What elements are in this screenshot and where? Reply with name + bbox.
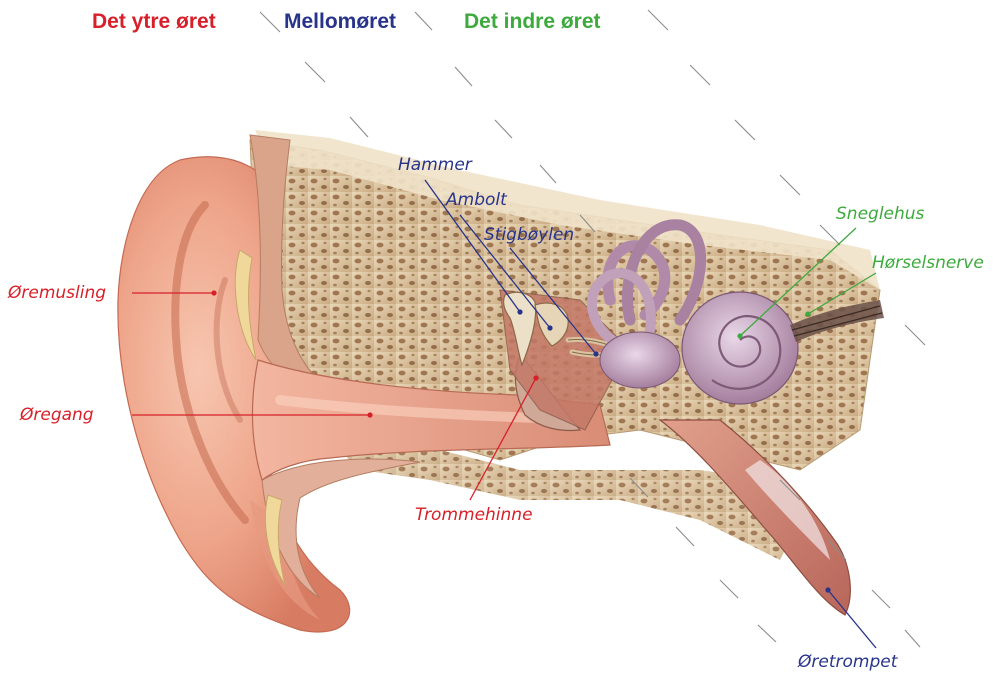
heading-inner-ear: Det indre øret xyxy=(464,10,601,34)
label-oregang: Øregang xyxy=(20,405,94,425)
vestibule xyxy=(600,332,680,388)
label-sneglehus: Sneglehus xyxy=(836,204,924,224)
heading-middle-ear: Mellomøret xyxy=(284,10,396,34)
label-oremusling: Øremusling xyxy=(8,283,106,303)
label-horselsnerve: Hørselsnerve xyxy=(872,253,984,273)
label-hammer: Hammer xyxy=(398,155,472,175)
leader-oretrompet xyxy=(828,590,876,648)
label-stigboylen: Stigbøylen xyxy=(484,225,574,245)
cochlea xyxy=(682,292,798,404)
label-oretrompet: Øretrompet xyxy=(798,652,897,672)
label-trommehinne: Trommehinne xyxy=(415,505,533,525)
heading-outer-ear: Det ytre øret xyxy=(92,10,216,34)
label-ambolt: Ambolt xyxy=(446,190,507,210)
